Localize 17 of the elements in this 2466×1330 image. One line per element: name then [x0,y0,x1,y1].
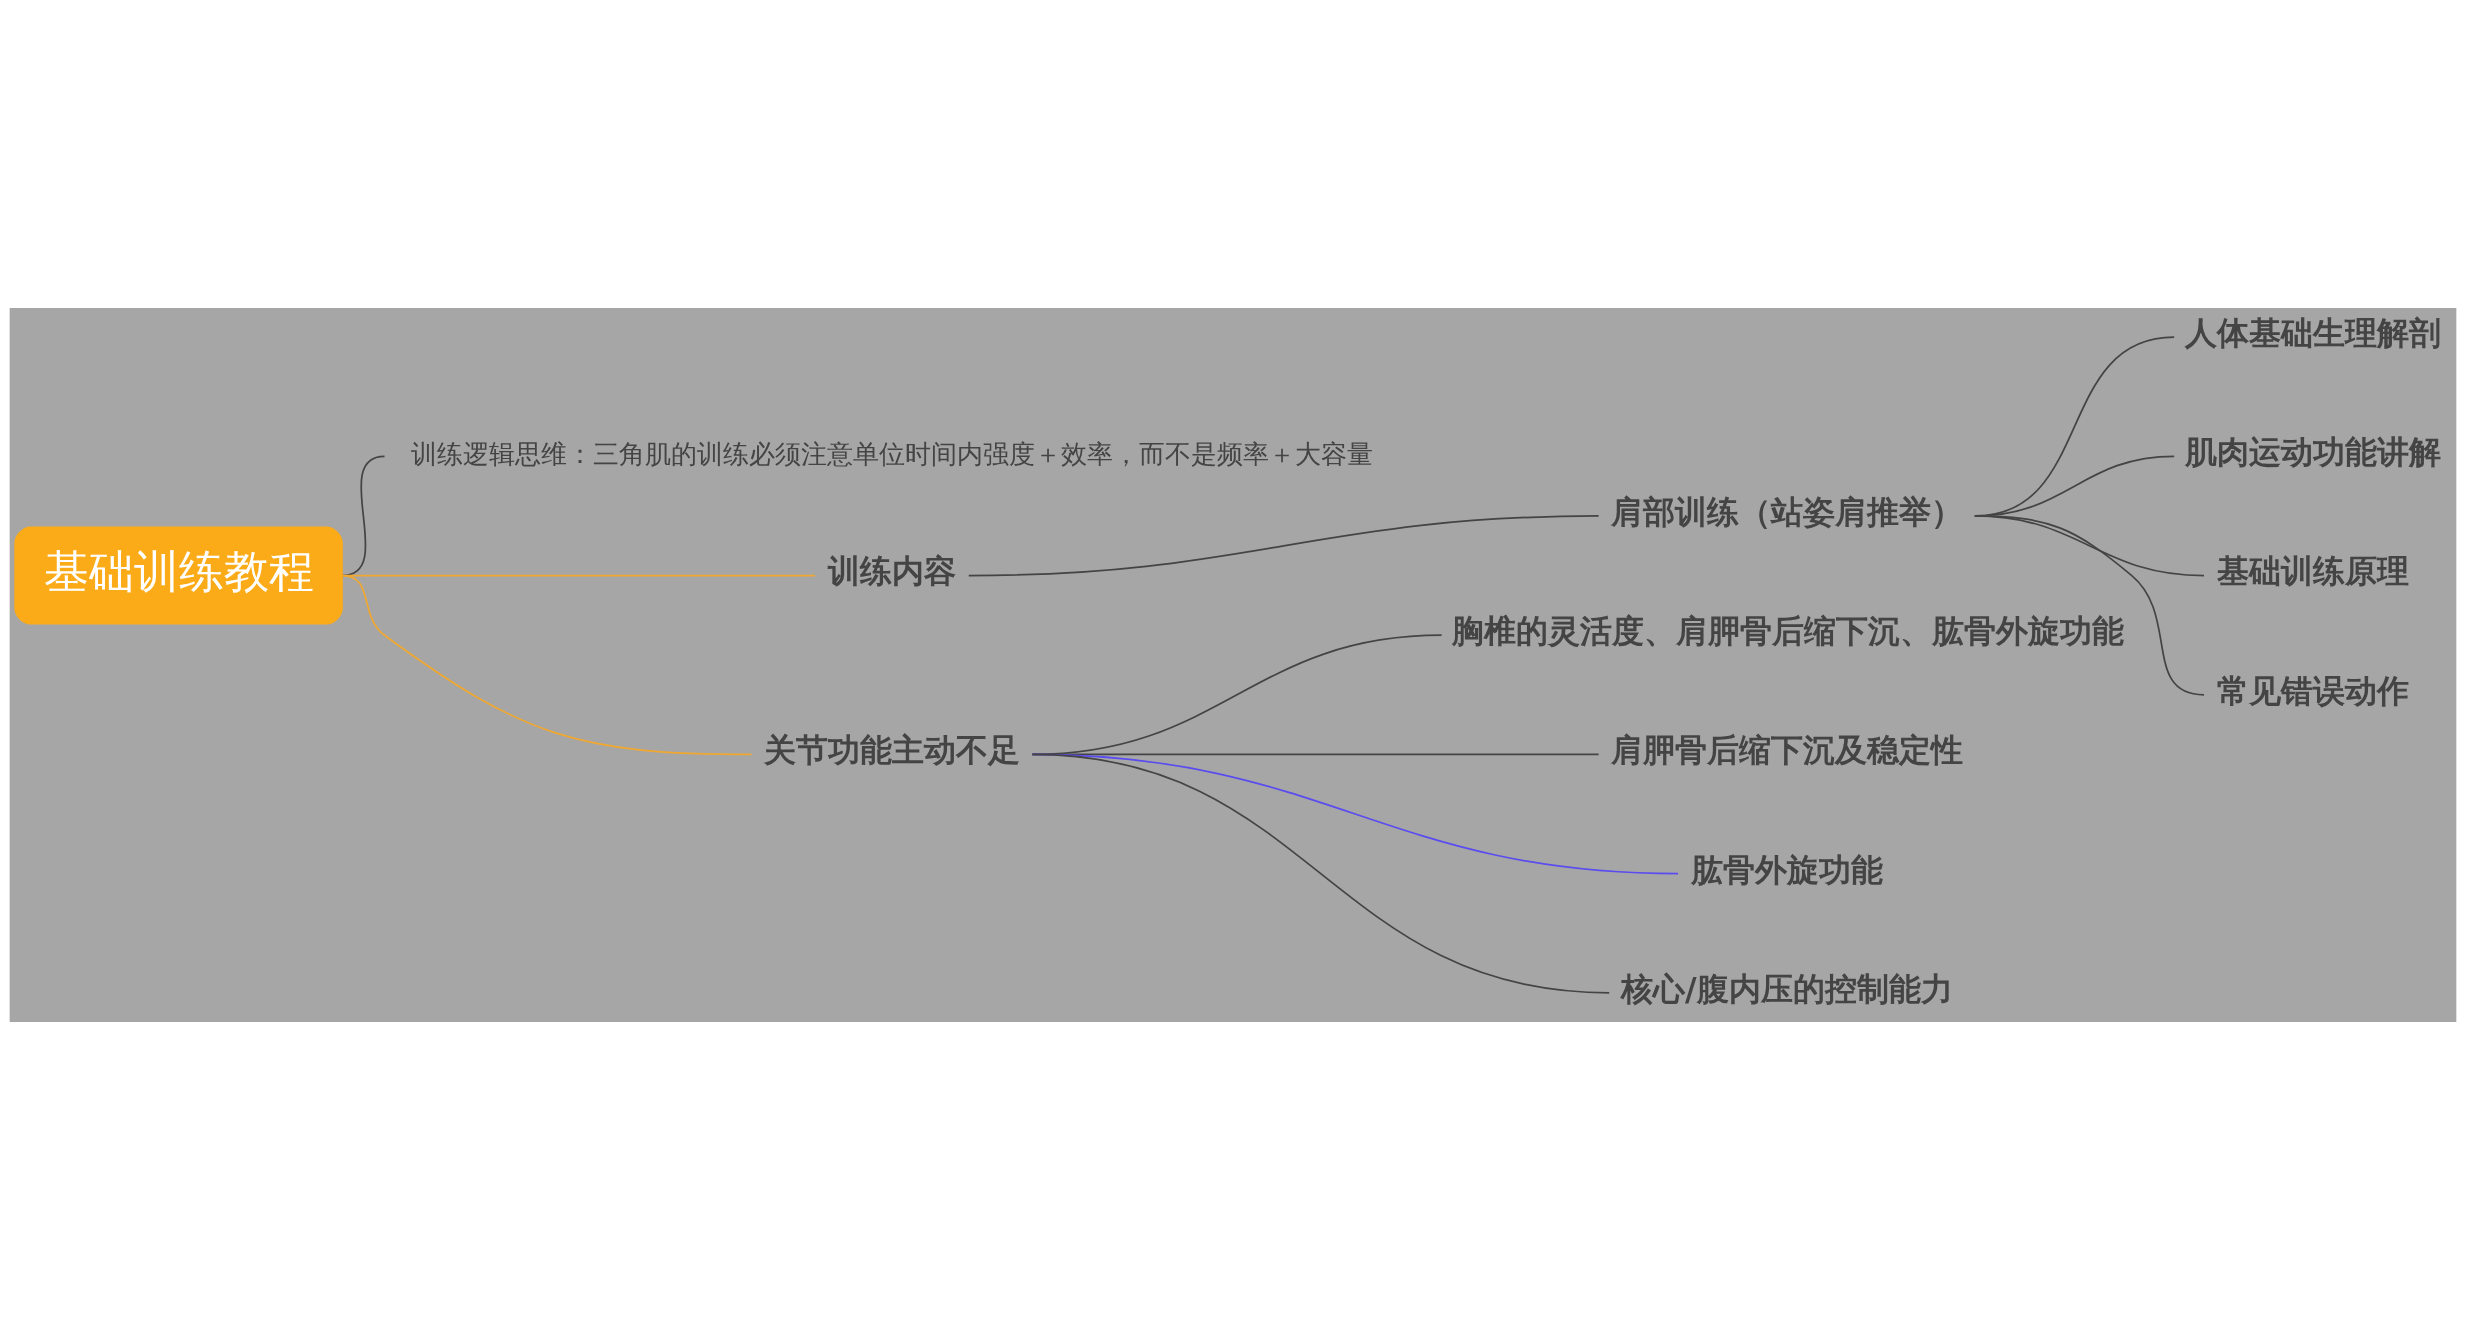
connector [1031,753,1611,994]
connector [341,574,753,756]
node-box: 基础训练教程 [14,526,343,625]
connector [967,515,1600,577]
node-text: 关节功能主动不足 [764,731,1021,769]
node-text: 训练逻辑思维：三角肌的训练必须注意单位时间内强度＋效率，而不是频率＋大容量 [410,437,1373,469]
connector [1973,515,2205,696]
node-text: 基础训练原理 [2216,552,2409,590]
node-text: 肩胛骨后缩下沉及稳定性 [1611,731,1964,769]
node-text: 核心/腹内压的控制能力 [1621,969,1953,1007]
node-text: 人体基础生理解剖 [2184,314,2441,352]
node-text: 肌肉运动功能讲解 [2184,433,2441,471]
node-text: 常见错误动作 [2216,671,2409,709]
node-text: 肱骨外旋功能 [1690,850,1883,888]
node-text: 胸椎的灵活度、肩胛骨后缩下沉、肱骨外旋功能 [1452,612,2125,650]
node-text: 肩部训练（站姿肩推举） [1611,492,1964,530]
node-text: 训练内容 [827,552,956,590]
